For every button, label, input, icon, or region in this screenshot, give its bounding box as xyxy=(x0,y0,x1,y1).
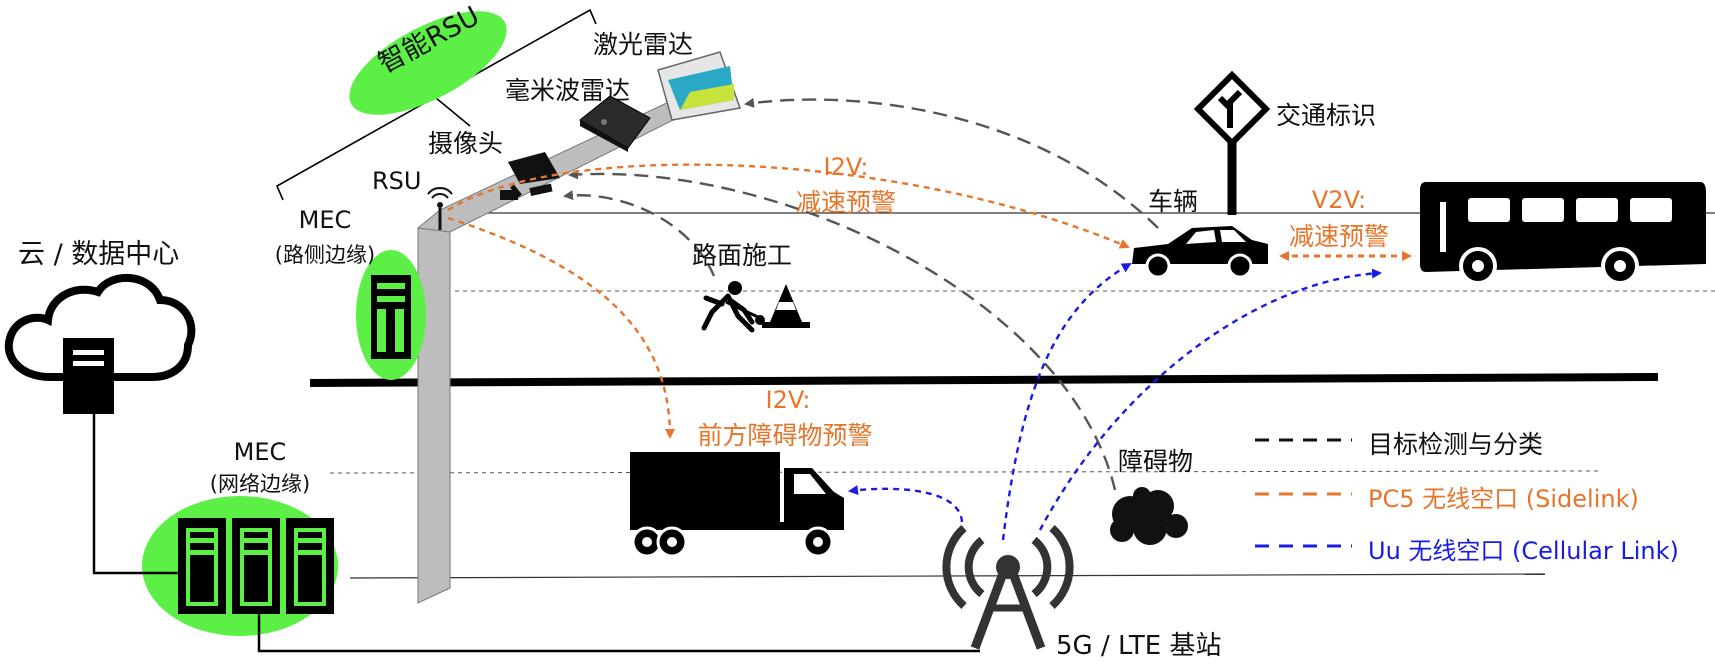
rsu-gantry-pole xyxy=(417,227,451,604)
cloud-icon xyxy=(4,274,196,414)
roadside-mec-server-icon xyxy=(371,275,411,359)
mmwave-radar-icon xyxy=(579,95,651,152)
rsu-antenna-icon xyxy=(427,187,453,230)
obstacle-label: 障碍物 xyxy=(1118,447,1194,476)
road-construction-label: 路面施工 xyxy=(692,241,793,270)
v2v-slowdown-subtitle: 减速预警 xyxy=(1288,222,1390,251)
i2v-obstacle-subtitle: 前方障碍物预警 xyxy=(697,421,873,450)
i2v-slowdown-subtitle: 减速预警 xyxy=(795,188,897,217)
camera-label: 摄像头 xyxy=(428,129,504,158)
lane-dashed-lower xyxy=(329,470,1601,474)
network-mec-title: MEC xyxy=(233,438,287,466)
sidelink-arrow-rsu-to-car xyxy=(447,163,1130,249)
detection-arrow-car-to-lidar xyxy=(744,97,1159,229)
mmwave-radar-label: 毫米波雷达 xyxy=(505,76,631,105)
v2v-slowdown-title: V2V: xyxy=(1311,186,1367,214)
camera-icon xyxy=(500,152,560,200)
rsu-label: RSU xyxy=(372,167,422,195)
traffic-sign-label: 交通标识 xyxy=(1276,101,1377,130)
cellular-arrow-bs-to-car xyxy=(1001,262,1132,541)
base-station-label: 5G / LTE 基站 xyxy=(1056,631,1222,661)
bus-icon xyxy=(1420,182,1706,285)
legend-label-sidelink: PC5 无线空口 (Sidelink) xyxy=(1368,485,1639,513)
legend-label-detection: 目标检测与分类 xyxy=(1368,430,1544,459)
car-icon xyxy=(1132,226,1268,279)
i2v-slowdown-title: I2V: xyxy=(823,153,869,181)
mec-to-basestation-link xyxy=(257,614,980,653)
detection-arrow-obstacle-to-camera xyxy=(568,169,1117,491)
i2v-obstacle-title: I2V: xyxy=(765,386,811,414)
network-mec-server-icons xyxy=(178,518,334,614)
traffic-sign-icon xyxy=(1193,70,1271,215)
sidelink-arrow-rsu-to-truck xyxy=(447,216,675,439)
smart-rsu-highlight xyxy=(349,11,507,115)
roadside-mec-title: MEC xyxy=(298,206,352,234)
detection-arrow-construction-to-camera xyxy=(563,190,716,277)
traffic-cone-icon xyxy=(762,284,810,328)
obstacle-icon xyxy=(1110,487,1188,545)
lidar-label: 激光雷达 xyxy=(593,30,694,59)
base-station-icon xyxy=(942,525,1074,650)
legend-label-cellular: Uu 无线空口 (Cellular Link) xyxy=(1368,537,1679,565)
network-mec-subtitle: (网络边缘) xyxy=(209,472,311,496)
vehicle-label: 车辆 xyxy=(1148,187,1199,216)
cloud-label: 云 / 数据中心 xyxy=(18,239,180,270)
cellular-arrow-bs-to-bus xyxy=(1038,268,1382,531)
roadside-mec-subtitle: (路侧边缘) xyxy=(274,243,376,267)
truck-icon xyxy=(630,452,844,558)
rsu-gantry-arm xyxy=(416,91,706,233)
cellular-arrow-bs-to-truck xyxy=(848,485,964,523)
construction-worker-icon xyxy=(701,281,765,333)
lidar-icon xyxy=(657,51,742,121)
cloud-to-mec-link xyxy=(92,414,178,575)
road-divider-thick xyxy=(309,373,1659,387)
